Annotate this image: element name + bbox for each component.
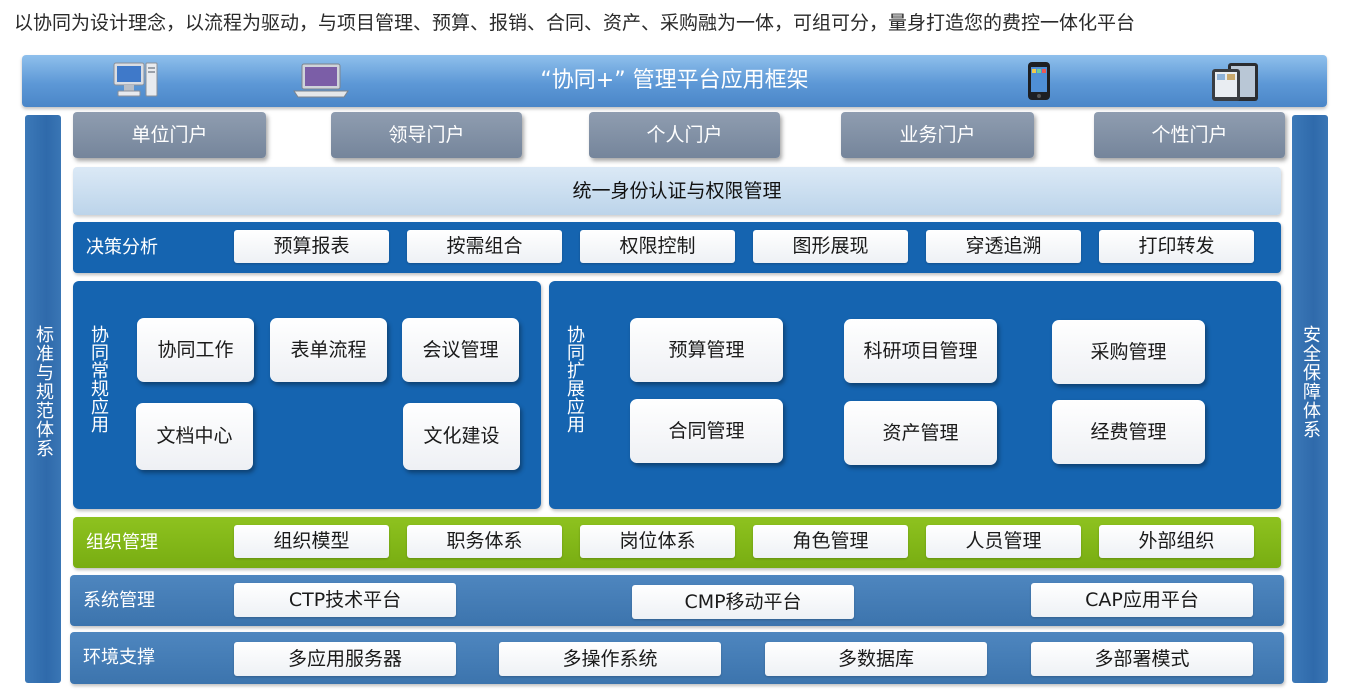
tile-asset-mgmt[interactable]: 资产管理 [844,401,997,465]
tile-budget-mgmt[interactable]: 预算管理 [630,318,783,382]
tablet-icon [1212,63,1258,101]
decision-analysis-band: 决策分析 预算报表 按需组合 权限控制 图形展现 穿透追溯 打印转发 [73,222,1281,273]
portal-leader[interactable]: 领导门户 [331,112,522,158]
env-item-databases[interactable]: 多数据库 [765,642,987,676]
system-management-label: 系统管理 [83,590,155,611]
tile-culture[interactable]: 文化建设 [403,403,520,470]
tile-research-project[interactable]: 科研项目管理 [844,319,997,383]
system-item-ctp[interactable]: CTP技术平台 [234,583,456,617]
extension-apps-label: 协同扩展应用 [564,325,585,433]
tile-meeting-mgmt[interactable]: 会议管理 [402,318,519,382]
tile-form-flow[interactable]: 表单流程 [270,318,387,382]
decision-item-permission[interactable]: 权限控制 [580,230,735,263]
decision-item-graphics[interactable]: 图形展现 [753,230,908,263]
system-management-band: 系统管理 CTP技术平台 CMP移动平台 CAP应用平台 [70,575,1284,626]
system-item-cmp[interactable]: CMP移动平台 [632,585,854,619]
extension-apps-module: 协同扩展应用 预算管理 科研项目管理 采购管理 合同管理 资产管理 经费管理 [549,281,1281,509]
headline: 以协同为设计理念，以流程为驱动，与项目管理、预算、报销、合同、资产、采购融为一体… [14,12,1136,34]
framework-title: “协同+” 管理平台应用框架 [540,68,809,93]
decision-item-drilldown[interactable]: 穿透追溯 [926,230,1081,263]
routine-apps-label: 协同常规应用 [88,325,109,433]
org-item-external[interactable]: 外部组织 [1099,525,1254,558]
tile-collab-work[interactable]: 协同工作 [137,318,254,382]
portal-personal[interactable]: 个人门户 [589,112,780,158]
security-pillar-label: 安全保障体系 [1300,325,1321,439]
org-management-label: 组织管理 [86,532,158,553]
org-item-model[interactable]: 组织模型 [234,525,389,558]
org-item-personnel[interactable]: 人员管理 [926,525,1081,558]
portal-custom[interactable]: 个性门户 [1094,112,1285,158]
framework-banner: “协同+” 管理平台应用框架 [22,55,1327,107]
portal-business[interactable]: 业务门户 [841,112,1034,158]
routine-apps-module: 协同常规应用 协同工作 表单流程 会议管理 文档中心 文化建设 [73,281,541,509]
env-item-os[interactable]: 多操作系统 [499,642,721,676]
environment-support-label: 环境支撑 [83,647,155,668]
tile-funding-mgmt[interactable]: 经费管理 [1052,400,1205,464]
tile-contract-mgmt[interactable]: 合同管理 [630,399,783,463]
decision-item-budget-report[interactable]: 预算报表 [234,230,389,263]
unified-auth-bar: 统一身份认证与权限管理 [73,167,1281,215]
org-item-job-system[interactable]: 职务体系 [407,525,562,558]
decision-analysis-label: 决策分析 [86,237,158,258]
org-item-role-mgmt[interactable]: 角色管理 [753,525,908,558]
environment-support-band: 环境支撑 多应用服务器 多操作系统 多数据库 多部署模式 [70,632,1284,684]
env-item-deployment[interactable]: 多部署模式 [1031,642,1253,676]
tile-procurement[interactable]: 采购管理 [1052,320,1205,384]
org-management-band: 组织管理 组织模型 职务体系 岗位体系 角色管理 人员管理 外部组织 [73,517,1281,568]
org-item-position-system[interactable]: 岗位体系 [580,525,735,558]
decision-item-print[interactable]: 打印转发 [1099,230,1254,263]
tile-doc-center[interactable]: 文档中心 [136,403,253,470]
smartphone-icon [1028,62,1050,100]
decision-item-on-demand[interactable]: 按需组合 [407,230,562,263]
security-pillar: 安全保障体系 [1292,115,1328,683]
laptop-icon [293,63,349,98]
system-item-cap[interactable]: CAP应用平台 [1031,583,1253,617]
standards-pillar-label: 标准与规范体系 [33,325,54,458]
desktop-computer-icon [113,62,158,97]
portal-unit[interactable]: 单位门户 [73,112,266,158]
standards-pillar: 标准与规范体系 [25,115,61,683]
env-item-app-servers[interactable]: 多应用服务器 [234,642,456,676]
